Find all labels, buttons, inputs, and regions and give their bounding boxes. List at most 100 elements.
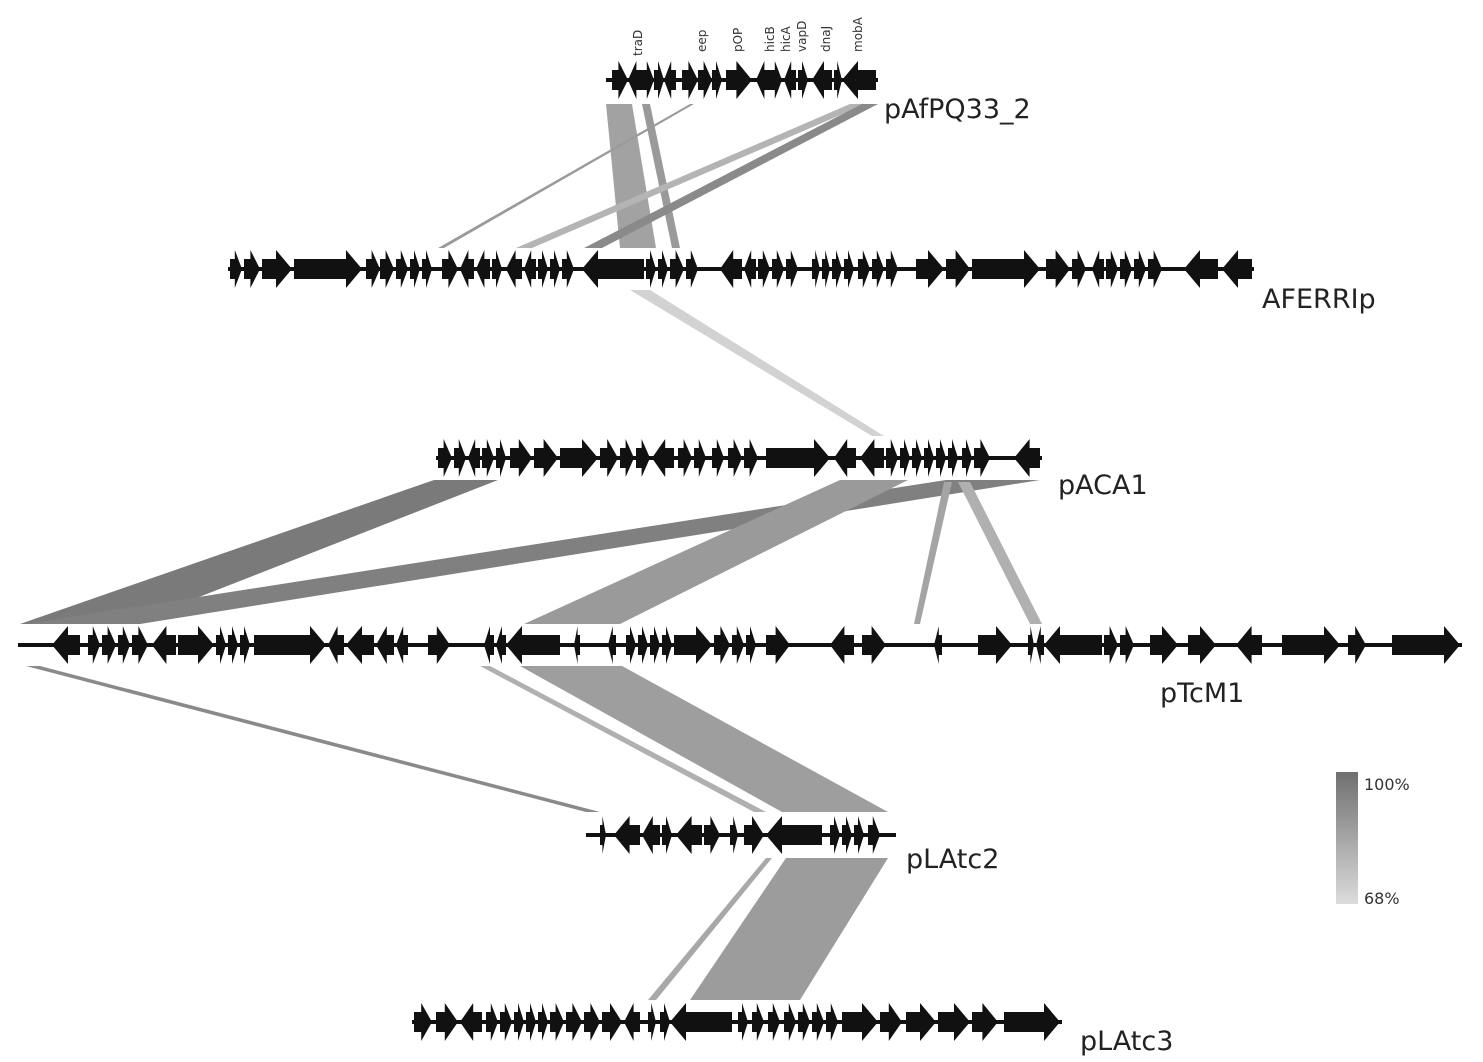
homology-link — [606, 104, 656, 248]
plasmid-track — [586, 816, 896, 854]
gene-arrow — [524, 250, 536, 288]
gene-arrow — [1044, 626, 1102, 664]
gene-arrow — [912, 439, 922, 477]
gene-arrow — [730, 816, 738, 854]
gene-arrow — [496, 626, 506, 664]
gene-arrow — [834, 439, 856, 477]
gene-arrow — [228, 626, 238, 664]
gene-arrow — [646, 250, 656, 288]
gene-label-mobA: mobA — [851, 16, 865, 52]
gene-arrow — [732, 626, 744, 664]
gene-arrow — [486, 1003, 498, 1041]
gene-arrow — [768, 1003, 780, 1041]
gene-arrow — [506, 250, 522, 288]
gene-arrow — [658, 250, 668, 288]
gene-arrow — [1036, 626, 1044, 664]
gene-arrow — [868, 816, 880, 854]
gene-arrow — [562, 250, 574, 288]
gene-arrow — [886, 439, 898, 477]
gene-arrow — [1134, 250, 1146, 288]
gene-arrow — [826, 1003, 838, 1041]
identity-scale-max-label: 100% — [1364, 775, 1410, 794]
gene-arrow — [670, 250, 684, 288]
gene-arrow — [686, 250, 698, 288]
gene-arrow — [366, 250, 380, 288]
gene-arrow — [152, 626, 176, 664]
gene-arrow — [822, 250, 830, 288]
gene-arrow — [674, 626, 712, 664]
plasmid-track — [228, 250, 1254, 288]
gene-arrow — [376, 626, 394, 664]
gene-arrow — [916, 250, 944, 288]
plasmid-label-pafpq33-2: pAfPQ33_2 — [884, 94, 1031, 125]
gene-arrow — [428, 626, 450, 664]
homology-link — [438, 104, 694, 248]
gene-arrow — [614, 816, 640, 854]
plasmid-labels: pAfPQ33_2 AFERRIp pACA1 pTcM1 pLAtc2 pLA… — [884, 94, 1376, 1057]
gene-arrow — [842, 61, 876, 99]
gene-arrow — [500, 1003, 512, 1041]
homology-link — [584, 104, 878, 248]
gene-arrow — [132, 626, 148, 664]
gene-label-eep: eep — [695, 30, 709, 52]
gene-arrow — [550, 250, 560, 288]
gene-arrow — [600, 816, 606, 854]
gene-arrow — [900, 439, 910, 477]
gene-arrow — [924, 439, 934, 477]
gene-arrow — [784, 1003, 796, 1041]
gene-arrow — [346, 626, 374, 664]
gene-arrow — [1392, 626, 1460, 664]
gene-arrow — [654, 61, 664, 99]
plasmid-track — [606, 61, 878, 99]
gene-arrow — [712, 61, 722, 99]
plasmid-label-paca1: pACA1 — [1058, 470, 1148, 501]
gene-arrow — [766, 439, 830, 477]
gene-arrow — [294, 250, 362, 288]
gene-arrow — [1072, 250, 1086, 288]
gene-arrow — [772, 250, 784, 288]
gene-arrow — [636, 439, 650, 477]
gene-arrow — [812, 250, 820, 288]
gene-arrow — [1028, 626, 1034, 664]
gene-arrow — [1184, 250, 1218, 288]
gene-arrow — [860, 439, 884, 477]
gene-arrow — [560, 439, 598, 477]
homology-link — [516, 104, 866, 248]
gene-arrow — [230, 250, 242, 288]
gene-arrow — [642, 61, 654, 99]
gene-arrow — [438, 439, 452, 477]
gene-arrow — [624, 1003, 640, 1041]
gene-arrow — [766, 626, 790, 664]
homology-link — [20, 480, 498, 624]
gene-arrow — [662, 816, 672, 854]
gene-arrow — [582, 250, 644, 288]
gene-arrow — [660, 1003, 670, 1041]
gene-arrow — [602, 1003, 622, 1041]
plasmid-track — [412, 1003, 1062, 1041]
gene-arrow — [812, 61, 832, 99]
gene-arrow — [812, 1003, 824, 1041]
gene-arrow — [328, 626, 344, 664]
gene-arrow — [254, 626, 326, 664]
gene-arrow — [460, 1003, 482, 1041]
homology-links — [20, 104, 1042, 1000]
gene-arrow — [88, 626, 100, 664]
gene-arrow — [396, 626, 408, 664]
identity-gradient-bar — [1336, 772, 1358, 904]
gene-arrow — [738, 1003, 748, 1041]
homology-link — [480, 666, 766, 812]
gene-arrow — [612, 61, 628, 99]
gene-arrow — [476, 250, 490, 288]
gene-arrow — [1046, 250, 1070, 288]
gene-arrow — [484, 626, 494, 664]
gene-arrow — [798, 1003, 810, 1041]
gene-arrow — [766, 816, 822, 854]
gene-arrow — [534, 439, 558, 477]
gene-arrow — [798, 61, 808, 99]
gene-arrow — [638, 626, 648, 664]
gene-arrow — [744, 250, 756, 288]
gene-label-hicB: hicB — [763, 26, 777, 52]
gene-arrow — [834, 61, 842, 99]
gene-arrow — [422, 250, 432, 288]
gene-arrow — [1004, 1003, 1060, 1041]
